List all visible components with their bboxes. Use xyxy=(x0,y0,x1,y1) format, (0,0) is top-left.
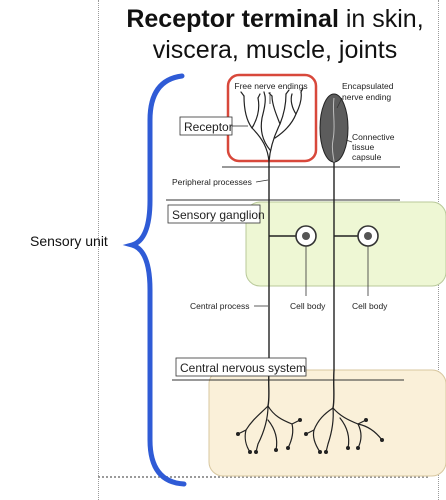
connective-label-line3: capsule xyxy=(352,152,382,162)
cns-label-box xyxy=(175,357,307,377)
sensory-ganglion-label-box xyxy=(167,204,261,224)
slide-title: Receptor terminal in skin, viscera, muscl… xyxy=(105,4,445,66)
free-nerve-endings-label: Free nerve endings xyxy=(234,81,307,91)
cell-body-1-label: Cell body xyxy=(290,301,326,311)
cns-label: Central nervous system xyxy=(180,361,306,375)
title-rest: in skin, xyxy=(338,5,424,33)
encapsulated-label-line2: nerve ending xyxy=(342,92,391,102)
sensory-unit-label: Sensory unit xyxy=(30,233,108,249)
cell-body-2-nucleus xyxy=(364,232,372,240)
free-nerve-ending-branches xyxy=(240,87,304,163)
left-divider-line xyxy=(98,0,99,500)
cns-terminal-boutons xyxy=(236,418,384,454)
sensory-ganglion-label: Sensory ganglion xyxy=(172,208,265,222)
cell-body-1-nucleus xyxy=(302,232,310,240)
peripheral-leader xyxy=(255,179,269,183)
title-line2: viscera, muscle, joints xyxy=(152,36,398,64)
encapsulated-label-line1: Encapsulated xyxy=(342,81,394,91)
connective-label-line1: Connective xyxy=(352,132,395,142)
neuron-2-axon xyxy=(332,162,358,409)
encapsulated-inner-fiber xyxy=(331,97,335,163)
cell-body-2-label: Cell body xyxy=(352,301,388,311)
peripheral-processes-label: Peripheral processes xyxy=(172,177,252,187)
connective-leader xyxy=(345,139,353,143)
title-bold: Receptor terminal xyxy=(126,5,339,33)
ganglion-region xyxy=(245,201,446,287)
cns-region xyxy=(208,369,446,477)
connective-label-line2: tissue xyxy=(352,142,374,152)
receptor-label-box xyxy=(179,116,233,136)
sensory-unit-brace xyxy=(122,73,187,487)
encapsulated-leader xyxy=(336,97,343,109)
bottom-divider-line xyxy=(98,476,428,478)
receptor-label: Receptor xyxy=(184,120,233,134)
central-process-label: Central process xyxy=(190,301,250,311)
